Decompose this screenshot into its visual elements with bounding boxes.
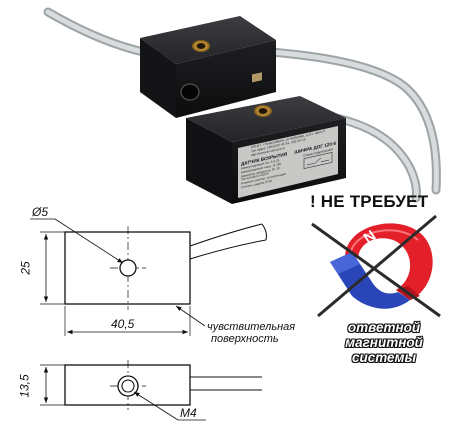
cross-line-icon bbox=[317, 214, 437, 318]
mount-hole-icon bbox=[180, 83, 200, 101]
horseshoe-magnet-icon bbox=[330, 223, 433, 309]
magnet-caption-line: ответной bbox=[347, 320, 421, 335]
magnet-caption: ответной магнитной системы bbox=[330, 320, 438, 365]
surface-leader bbox=[175, 305, 206, 327]
cable-top-view bbox=[189, 223, 267, 260]
thread-label: M4 bbox=[180, 406, 197, 420]
sensitive-surface-line: чувствительная bbox=[207, 321, 296, 333]
sensor-photo bbox=[43, 7, 441, 204]
sensitive-surface-line: поверхность bbox=[211, 333, 279, 345]
magnet-caption-line: системы bbox=[351, 350, 417, 365]
thread-leader bbox=[133, 391, 179, 421]
length-label: 40,5 bbox=[111, 317, 135, 331]
sensor-box-front bbox=[186, 72, 346, 204]
thread-inner-icon bbox=[121, 379, 135, 393]
product-label bbox=[238, 126, 338, 198]
product-label-text: ООО "Научно-производственная фирма "Техн… bbox=[239, 106, 339, 200]
not-required-heading: ! НЕ ТРЕБУЕТ bbox=[310, 192, 429, 211]
diameter-leader bbox=[54, 218, 124, 264]
mount-hole-icon bbox=[119, 259, 137, 277]
sensitive-surface-label: чувствительная поверхность bbox=[207, 321, 295, 345]
technical-drawing bbox=[30, 218, 267, 421]
cross-line-icon bbox=[311, 222, 441, 318]
mount-hole-icon bbox=[192, 40, 210, 52]
height-label: 25 bbox=[18, 261, 33, 275]
thickness-label: 13,5 bbox=[17, 374, 32, 398]
magnet-caption-line: магнитной bbox=[345, 335, 423, 350]
wiring-scheme-icon bbox=[303, 152, 333, 169]
sensor-box-back bbox=[140, 16, 276, 118]
hole-diameter-label: Ø5 bbox=[32, 205, 49, 219]
magnet-illustration: N bbox=[311, 214, 441, 318]
cable-side-view bbox=[190, 376, 262, 391]
mount-hole-icon bbox=[254, 105, 272, 117]
